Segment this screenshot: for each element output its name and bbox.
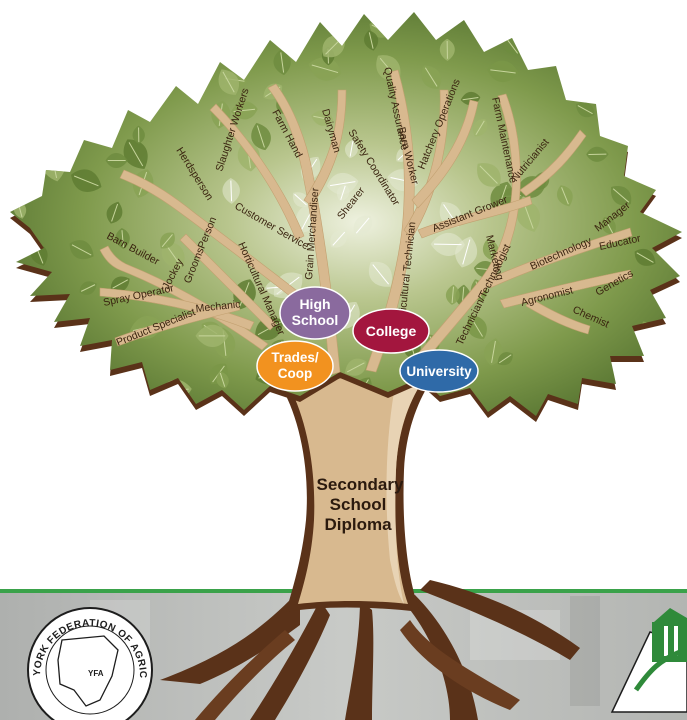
trades-line-2: Coop (278, 366, 313, 381)
trades-line-1: Trades/ (271, 350, 319, 365)
leaf-icon (99, 70, 119, 99)
leaf-icon (67, 72, 84, 96)
college-label: College (366, 323, 417, 339)
leaf-icon (70, 42, 100, 67)
leaf-icon (54, 369, 89, 394)
high-school-line-1: High (299, 296, 330, 312)
trunk-line-3: Diploma (324, 515, 392, 534)
leaf-icon (625, 6, 659, 39)
leaf-icon (212, 13, 237, 44)
leaf-icon (102, 74, 131, 96)
leaf-icon (163, 6, 187, 38)
leaf-icon (101, 67, 125, 88)
leaf-icon (218, 33, 246, 52)
seal-initials: YFA (88, 669, 104, 678)
pathway-college: College (353, 309, 429, 353)
leaf-icon (63, 387, 94, 426)
university-label: University (406, 364, 472, 379)
leaf-icon (631, 363, 669, 399)
leaf-icon (18, 66, 53, 94)
trunk-line-1: Secondary (317, 475, 404, 494)
leaf-icon (56, 55, 97, 96)
pathway-trades-coop: Trades/ Coop (257, 341, 333, 391)
trunk-line-2: School (330, 495, 387, 514)
leaf-icon (59, 10, 88, 47)
pathway-high-school: High School (280, 287, 350, 339)
leaf-icon (49, 149, 74, 167)
leaf-icon (99, 96, 118, 119)
pathway-university: University (400, 350, 478, 392)
leaf-icon (653, 50, 675, 79)
leaf-icon (652, 341, 680, 360)
leaf-icon (638, 360, 661, 377)
leaf-icon (120, 391, 142, 417)
high-school-line-2: School (292, 312, 339, 328)
leaf-icon (582, 40, 604, 65)
leaf-icon (615, 383, 646, 414)
leaf-icon (21, 129, 43, 152)
